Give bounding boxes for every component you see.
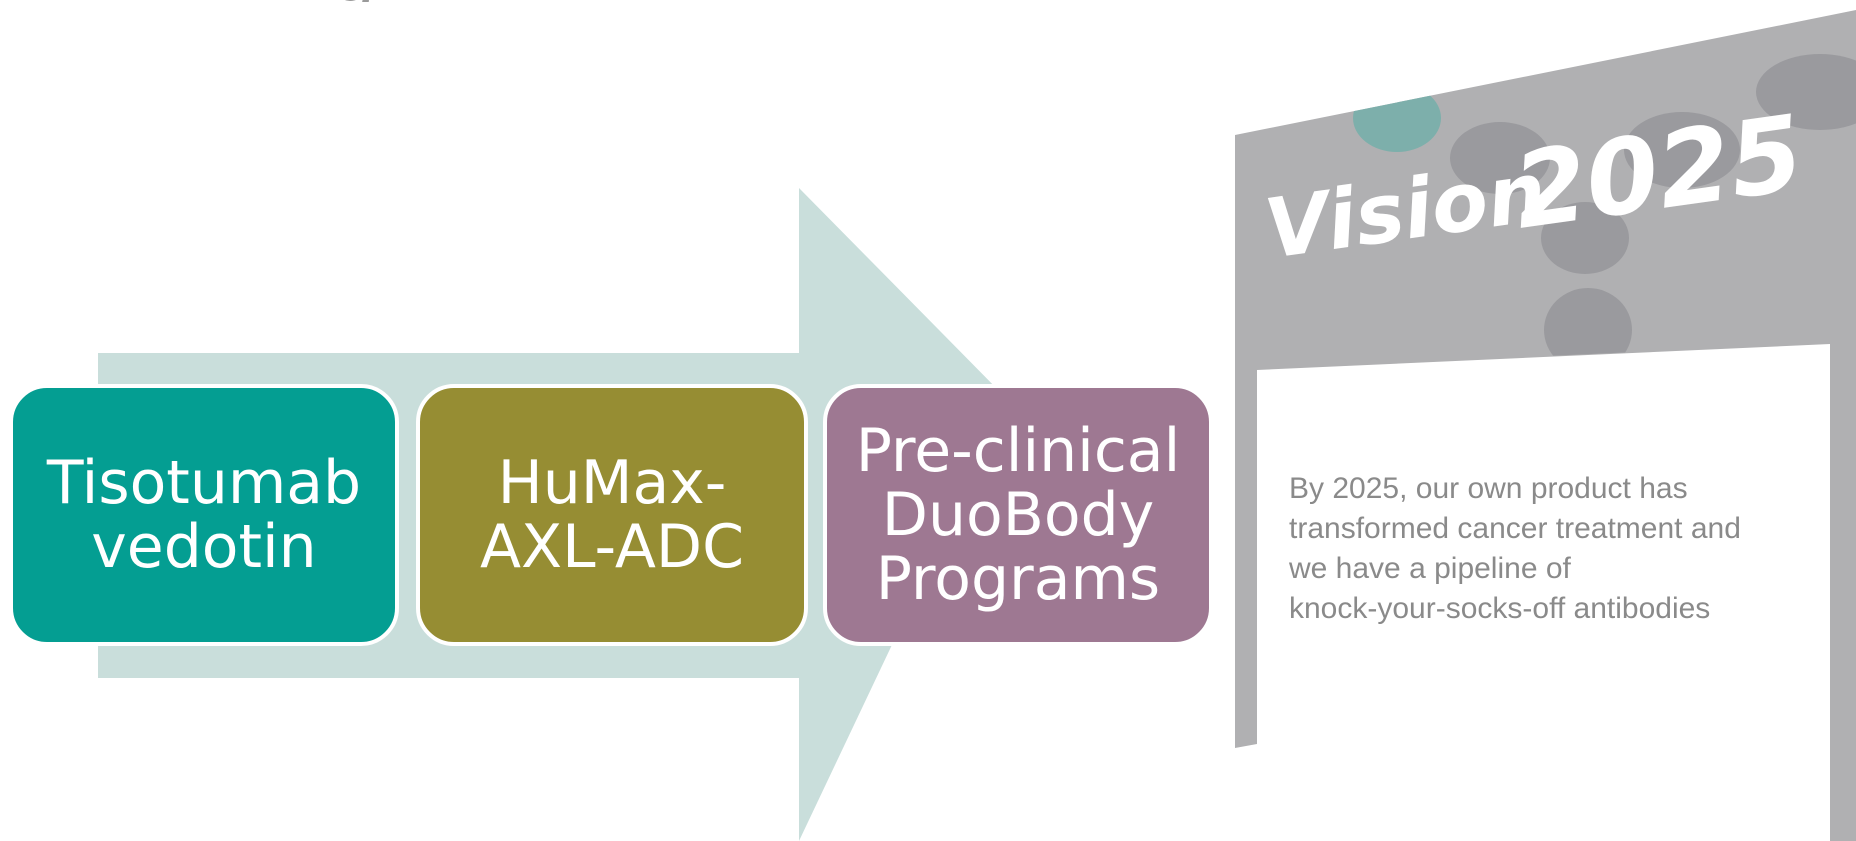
dot bbox=[1450, 122, 1550, 194]
dot bbox=[1756, 54, 1856, 130]
pipeline-step-label: HuMax- AXL-ADC bbox=[480, 448, 744, 582]
decorative-dots bbox=[1353, 54, 1856, 370]
dot bbox=[1544, 288, 1632, 370]
pipeline-step-label: Tisotumab vedotin bbox=[46, 448, 362, 582]
pipeline-step-tisotumab-vedotin: Tisotumab vedotin bbox=[9, 384, 399, 646]
vision-board-frame bbox=[1235, 10, 1856, 841]
vision-board: Vision 2025 bbox=[1235, 10, 1856, 841]
title-fragment: g bbox=[330, 0, 410, 2]
pipeline-step-humax-axl-adc: HuMax- AXL-ADC bbox=[416, 384, 808, 646]
accent-dot bbox=[1353, 84, 1441, 152]
dot bbox=[1541, 202, 1629, 274]
pipeline-step-preclinical-duobody: Pre-clinical DuoBody Programs bbox=[823, 384, 1213, 646]
pipeline-step-label: Pre-clinical DuoBody Programs bbox=[855, 416, 1181, 614]
vision-statement: By 2025, our own product has transformed… bbox=[1289, 472, 1741, 625]
dot bbox=[1624, 112, 1740, 188]
